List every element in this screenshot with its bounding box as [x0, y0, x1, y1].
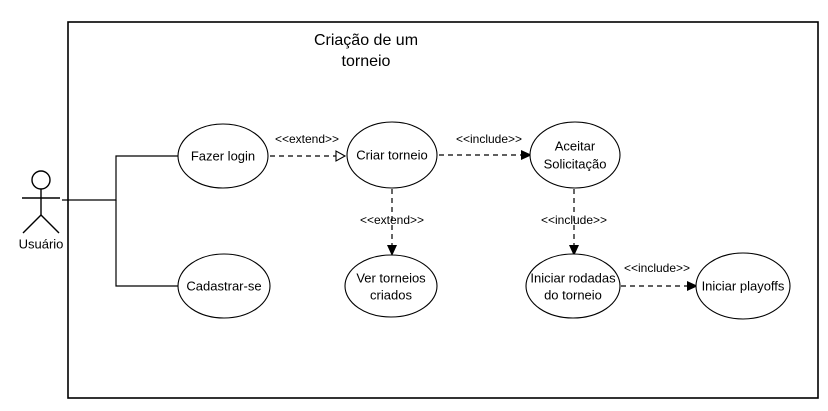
relationship-include-aceitar-solicitacao-iniciar-rodadas: <<include>> [541, 189, 607, 256]
relationship-extend-criar-torneio-ver-torneios: <<extend>> [360, 189, 424, 256]
use-case-iniciar-rodadas-label-line-1: Iniciar rodadas [530, 270, 616, 285]
association-usuario-cadastrar-se [115, 200, 178, 287]
use-case-aceitar-solicitacao-label-line-1: Aceitar [555, 138, 596, 153]
use-case-ellipse [177, 123, 269, 189]
use-case-criar-torneio-label: Criar torneio [356, 147, 428, 162]
relationship-extend-fazer-login-criar-torneio: <<extend>> [270, 132, 347, 162]
association-usuario-fazer-login [62, 155, 178, 201]
use-case-fazer-login-label: Fazer login [191, 148, 255, 163]
use-case-iniciar-playoffs[interactable]: Iniciar playoffs [695, 252, 791, 320]
relationship-include-criar-torneio-aceitar-solicitacao: <<include>> [439, 132, 532, 160]
use-case-aceitar-solicitacao[interactable]: Aceitar Solicitação [529, 121, 621, 189]
use-case-cadastrar-se-label: Cadastrar-se [186, 278, 261, 293]
diagram-title-line-1: Criação de um [314, 32, 418, 49]
actor-left-leg-icon [22, 214, 42, 234]
extend-arrowhead-icon [335, 150, 347, 162]
stereotype-extend-down-label: <<extend>> [360, 213, 424, 227]
include-arrowhead-playoffs-icon [687, 281, 698, 291]
use-case-cadastrar-se[interactable]: Cadastrar-se [177, 253, 271, 319]
use-case-ellipse [346, 121, 438, 189]
use-case-criar-torneio[interactable]: Criar torneio [346, 121, 438, 189]
use-case-ellipse [695, 252, 791, 320]
use-case-aceitar-solicitacao-label-line-2: Solicitação [544, 156, 607, 171]
use-case-iniciar-playoffs-label: Iniciar playoffs [702, 278, 785, 293]
stereotype-extend-label: <<extend>> [275, 132, 339, 146]
actor-usuario-label: Usuário [19, 236, 64, 251]
stereotype-include-label: <<include>> [456, 132, 522, 146]
diagram-title: Criação de um torneio [314, 32, 418, 70]
use-case-ellipse [177, 253, 271, 319]
use-case-ellipse [344, 254, 438, 318]
actor-usuario[interactable]: Usuário [19, 170, 64, 251]
use-case-ver-torneios-criados-label-line-2: criados [370, 287, 412, 302]
include-arrowhead-icon [521, 150, 532, 160]
include-down-arrowhead-icon [569, 245, 579, 256]
extend-down-arrowhead-icon [387, 245, 397, 256]
relationship-include-iniciar-rodadas-iniciar-playoffs: <<include>> [621, 261, 698, 291]
actor-right-leg-icon [40, 214, 60, 234]
use-case-fazer-login[interactable]: Fazer login [177, 123, 269, 189]
use-case-ver-torneios-criados-label-line-1: Ver torneios [356, 270, 426, 285]
use-case-ver-torneios-criados[interactable]: Ver torneios criados [344, 254, 438, 318]
use-case-iniciar-rodadas-label-line-2: do torneio [544, 287, 602, 302]
use-case-ellipse [529, 121, 621, 189]
diagram-title-line-2: torneio [342, 53, 391, 70]
system-boundary-rect [67, 21, 819, 399]
use-case-ellipse [525, 253, 621, 319]
use-case-iniciar-rodadas-do-torneio[interactable]: Iniciar rodadas do torneio [525, 253, 621, 319]
actor-head-icon [31, 170, 51, 190]
stereotype-include-down-label: <<include>> [541, 213, 607, 227]
stereotype-include-playoffs-label: <<include>> [624, 261, 690, 275]
